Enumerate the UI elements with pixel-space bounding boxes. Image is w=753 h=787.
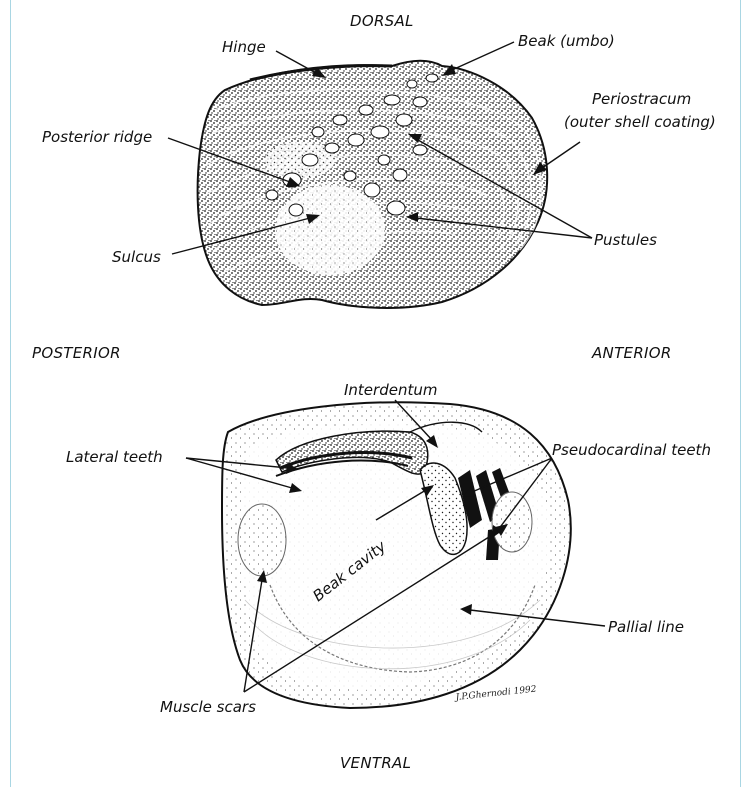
pallial-line-label: Pallial line: [608, 618, 684, 636]
posterior-label: POSTERIOR: [32, 344, 121, 362]
periostracum-label: Periostracum: [592, 90, 691, 108]
dorsal-label: DORSAL: [350, 12, 414, 30]
anterior-label: ANTERIOR: [591, 344, 672, 362]
lateral-teeth-label: Lateral teeth: [66, 448, 163, 466]
beak-umbo-label: Beak (umbo): [518, 32, 615, 50]
posterior-muscle-scar: [238, 504, 286, 576]
pseudocardinal-teeth-label: Pseudocardinal teeth: [552, 441, 711, 459]
muscle-scars-label: Muscle scars: [160, 698, 256, 716]
anterior-muscle-scar: [492, 492, 532, 552]
beak-leader: [452, 42, 514, 70]
posterior-ridge-label: Posterior ridge: [42, 128, 152, 146]
pustules-label: Pustules: [594, 231, 657, 249]
interdentum-label: Interdentum: [344, 381, 437, 399]
periostracum-sublabel: (outer shell coating): [564, 113, 716, 131]
exterior-shell-view: [198, 61, 548, 308]
hinge-label: Hinge: [222, 38, 266, 56]
interior-shell-view: [222, 402, 571, 708]
periostracum-leader: [542, 142, 580, 168]
ventral-label: VENTRAL: [340, 754, 411, 772]
sulcus-label: Sulcus: [112, 248, 161, 266]
